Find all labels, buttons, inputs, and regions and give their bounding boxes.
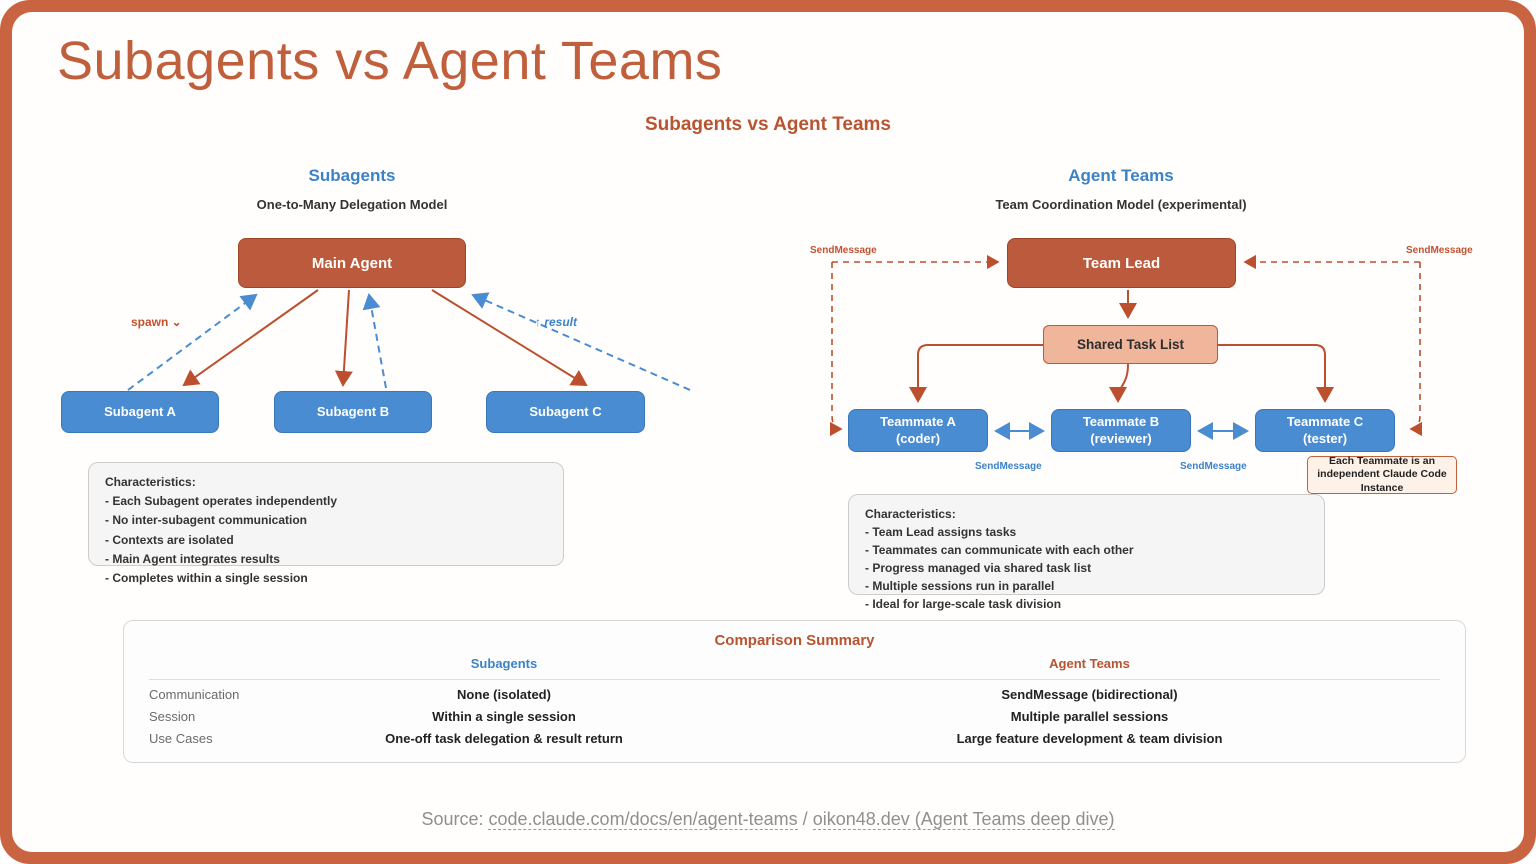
subagents-characteristics-box: Characteristics: - Each Subagent operate… [88,462,564,585]
sendmessage-label-top-left: SendMessage [810,245,877,256]
row-value-subagents: None (isolated) [457,686,551,702]
row-value-subagents: One-off task delegation & result return [385,730,623,746]
characteristics-item: - Ideal for large-scale task division [865,597,1062,611]
subagent-b-node: Subagent B [274,391,432,433]
table-row: Communication None (isolated) SendMessag… [124,683,1465,705]
characteristics-item: - Main Agent integrates results [105,551,280,566]
sendmessage-label-bottom-left: SendMessage [975,461,1042,472]
subagent-c-node: Subagent C [486,391,645,433]
characteristics-item: - Completes within a single session [105,570,308,585]
sendmessage-label-top-right: SendMessage [1406,245,1473,256]
characteristics-title: Characteristics: [105,475,196,489]
row-label: Use Cases [149,730,213,746]
row-label: Communication [149,686,240,702]
comparison-column-agent-teams: Agent Teams [1049,656,1130,671]
characteristics-item: - Each Subagent operates independently [105,494,338,509]
teammate-note: Each Teammate is an independent Claude C… [1307,455,1457,494]
subagents-subtitle: One-to-Many Delegation Model [256,197,448,212]
result-label: ↑ result [535,315,578,329]
agent-teams-subtitle: Team Coordination Model (experimental) [995,197,1247,212]
characteristics-item: - Progress managed via shared task list [865,561,1092,575]
source-link-docs[interactable]: code.claude.com/docs/en/agent-teams [488,809,798,830]
source-separator: / [797,809,813,829]
characteristics-item: - Contexts are isolated [105,532,234,547]
row-value-subagents: Within a single session [432,708,576,724]
row-value-agent-teams: SendMessage (bidirectional) [1001,686,1178,702]
table-row: Session Within a single session Multiple… [124,705,1465,727]
table-row: Use Cases One-off task delegation & resu… [124,727,1465,749]
main-agent-node: Main Agent [238,238,466,288]
subagent-a-node: Subagent A [61,391,219,433]
page-title: Subagents vs Agent Teams [57,31,723,91]
characteristics-item: - Team Lead assigns tasks [865,525,1017,539]
comparison-header-rule [149,679,1440,680]
characteristics-item: - Multiple sessions run in parallel [865,579,1055,593]
spawn-label: spawn ⌄ [131,315,182,329]
teammate-a-node: Teammate A (coder) [848,409,988,452]
comparison-summary-panel: Comparison Summary Subagents Agent Teams… [123,620,1466,763]
shared-task-list-node: Shared Task List [1043,325,1218,364]
characteristics-title: Characteristics: [865,507,956,521]
teammate-b-node: Teammate B (reviewer) [1051,409,1191,452]
subagents-heading: Subagents [308,166,396,185]
source-line: Source: code.claude.com/docs/en/agent-te… [0,809,1536,830]
characteristics-item: - Teammates can communicate with each ot… [865,543,1134,557]
comparison-title: Comparison Summary [714,632,875,649]
characteristics-item: - No inter-subagent communication [105,513,308,528]
agent-teams-heading: Agent Teams [1068,166,1174,185]
diagram-title: Subagents vs Agent Teams [644,114,891,135]
teammate-c-node: Teammate C (tester) [1255,409,1395,452]
comparison-column-subagents: Subagents [470,656,538,671]
team-lead-node: Team Lead [1007,238,1236,288]
source-link-oikon[interactable]: oikon48.dev (Agent Teams deep dive) [812,809,1115,830]
comparison-header-row: Subagents Agent Teams [124,649,1465,675]
row-value-agent-teams: Multiple parallel sessions [1010,708,1169,724]
agent-teams-characteristics-box: Characteristics: - Team Lead assigns tas… [848,494,1325,611]
source-prefix: Source: [421,809,489,829]
row-label: Session [149,708,196,724]
sendmessage-label-bottom-right: SendMessage [1180,461,1247,472]
row-value-agent-teams: Large feature development & team divisio… [956,730,1223,746]
